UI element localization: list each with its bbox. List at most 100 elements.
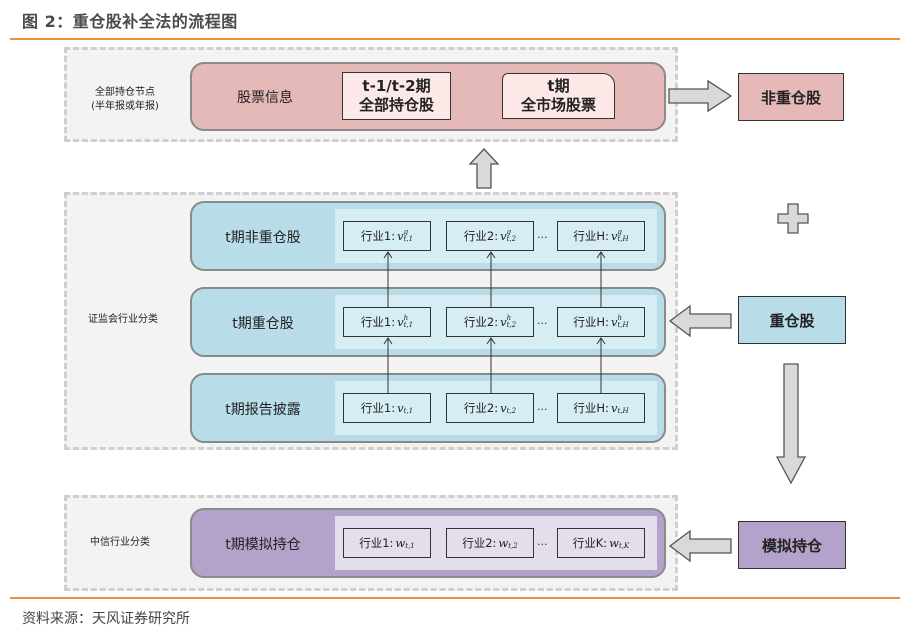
weight-variable: v	[610, 315, 618, 329]
subscript: t,2	[506, 407, 517, 415]
non-heavy-row-label: t期非重仓股	[225, 230, 301, 246]
weight-variable: v	[610, 401, 618, 415]
weight-variable: v	[500, 229, 507, 243]
subscript: t,1	[403, 235, 414, 243]
ellipsis: ...	[537, 228, 548, 241]
connector-arrowhead-icon	[486, 251, 496, 259]
weight-variable: v	[610, 229, 618, 243]
subscript: t,H	[617, 407, 629, 415]
industry-name: 行业1:	[360, 315, 396, 329]
industry-name: 行业H:	[573, 401, 609, 415]
weight-variable: w	[609, 536, 619, 550]
top-divider	[10, 38, 900, 40]
left-arrow-icon	[668, 529, 732, 563]
subscript: t,1	[405, 542, 415, 550]
industry-name: 行业2:	[463, 401, 499, 415]
weight-variable: v	[397, 401, 404, 415]
industry-cell: 行业H:v t,H	[557, 393, 645, 423]
variable-indices: t,K	[619, 536, 629, 550]
non-heavy-stocks-box: 非重仓股	[738, 73, 844, 121]
figure-title: 图 2：重仓股补全法的流程图	[22, 12, 238, 31]
subscript: t,2	[506, 235, 517, 243]
industry-name: 行业1:	[360, 229, 396, 243]
connector-arrowhead-icon	[596, 337, 606, 345]
subscript: t,K	[618, 542, 630, 550]
variable-indices: t,1	[405, 536, 415, 550]
industry-name: 行业K:	[572, 536, 608, 550]
superscript: g	[617, 228, 622, 236]
industry-name: 行业1:	[359, 536, 394, 550]
weight-variable: w	[498, 536, 509, 550]
heavy-row-cells-panel	[335, 295, 657, 349]
variable-indices: t,2	[507, 401, 517, 415]
subscript: t,2	[506, 321, 517, 329]
simulated-row-cells-panel	[335, 516, 657, 570]
industry-cell: 行业K:w t,K	[557, 528, 645, 558]
non-heavy-row-cells-panel	[335, 209, 657, 263]
heavy-stocks-box: 重仓股	[738, 296, 846, 344]
top-group-label-line1: 全部持仓节点	[95, 87, 155, 98]
superscript: h	[403, 314, 409, 322]
ellipsis: ...	[537, 535, 548, 548]
ellipsis: ...	[537, 314, 548, 327]
industry-name: 行业2:	[462, 536, 497, 550]
connector-arrowhead-icon	[596, 251, 606, 259]
weight-variable: v	[500, 401, 507, 415]
industry-name: 行业H:	[573, 315, 609, 329]
plus-icon	[777, 203, 809, 234]
disclosed-row-label: t期报告披露	[225, 402, 301, 418]
subscript: t,2	[508, 542, 518, 550]
all-market-line1: t期	[547, 77, 570, 95]
subscript: t,1	[403, 407, 414, 415]
industry-cell: 行业1:v t,1	[343, 393, 431, 423]
ellipsis: ...	[537, 400, 548, 413]
prior-holdings-box: t-1/t-2期 全部持仓股	[342, 72, 451, 120]
source-note: 资料来源：天风证券研究所	[22, 611, 190, 627]
subscript: t,H	[617, 235, 629, 243]
superscript: h	[617, 314, 622, 322]
middle-group-label: 证监会行业分类	[88, 314, 158, 325]
top-group-label: 全部持仓节点 (半年报或年报)	[70, 86, 180, 114]
all-market-line2: 全市场股票	[520, 96, 596, 114]
weight-variable: v	[397, 315, 404, 329]
variable-indices: t,1	[404, 401, 414, 415]
connector-arrowhead-icon	[383, 337, 393, 345]
heavy-row-label: t期重仓股	[232, 316, 294, 332]
connector-arrowhead-icon	[383, 251, 393, 259]
weight-variable: v	[500, 315, 507, 329]
weight-variable: v	[397, 229, 404, 243]
simulated-holdings-box: 模拟持仓	[738, 521, 846, 569]
weight-variable: w	[395, 536, 406, 550]
variable-indices: t,2	[508, 536, 518, 550]
variable-indices: t,H	[617, 401, 628, 415]
industry-name: 行业H:	[573, 229, 609, 243]
superscript: h	[506, 314, 512, 322]
subscript: t,1	[403, 321, 414, 329]
superscript: g	[403, 228, 409, 236]
up-arrow-icon	[468, 148, 500, 189]
prior-holdings-line2: 全部持仓股	[358, 96, 434, 114]
left-arrow-icon	[668, 304, 732, 338]
industry-cell: 行业2:w t,2	[446, 528, 534, 558]
industry-name: 行业2:	[463, 229, 499, 243]
bottom-group-label: 中信行业分类	[90, 537, 150, 548]
superscript: g	[506, 228, 512, 236]
prior-holdings-line1: t-1/t-2期	[362, 77, 431, 95]
industry-cell: 行业2:v t,2	[446, 393, 534, 423]
industry-name: 行业2:	[463, 315, 499, 329]
stock-info-label: 股票信息	[237, 90, 293, 106]
bottom-divider	[10, 597, 900, 599]
disclosed-row-cells-panel	[335, 381, 657, 435]
top-group-label-line2: (半年报或年报)	[91, 101, 159, 112]
